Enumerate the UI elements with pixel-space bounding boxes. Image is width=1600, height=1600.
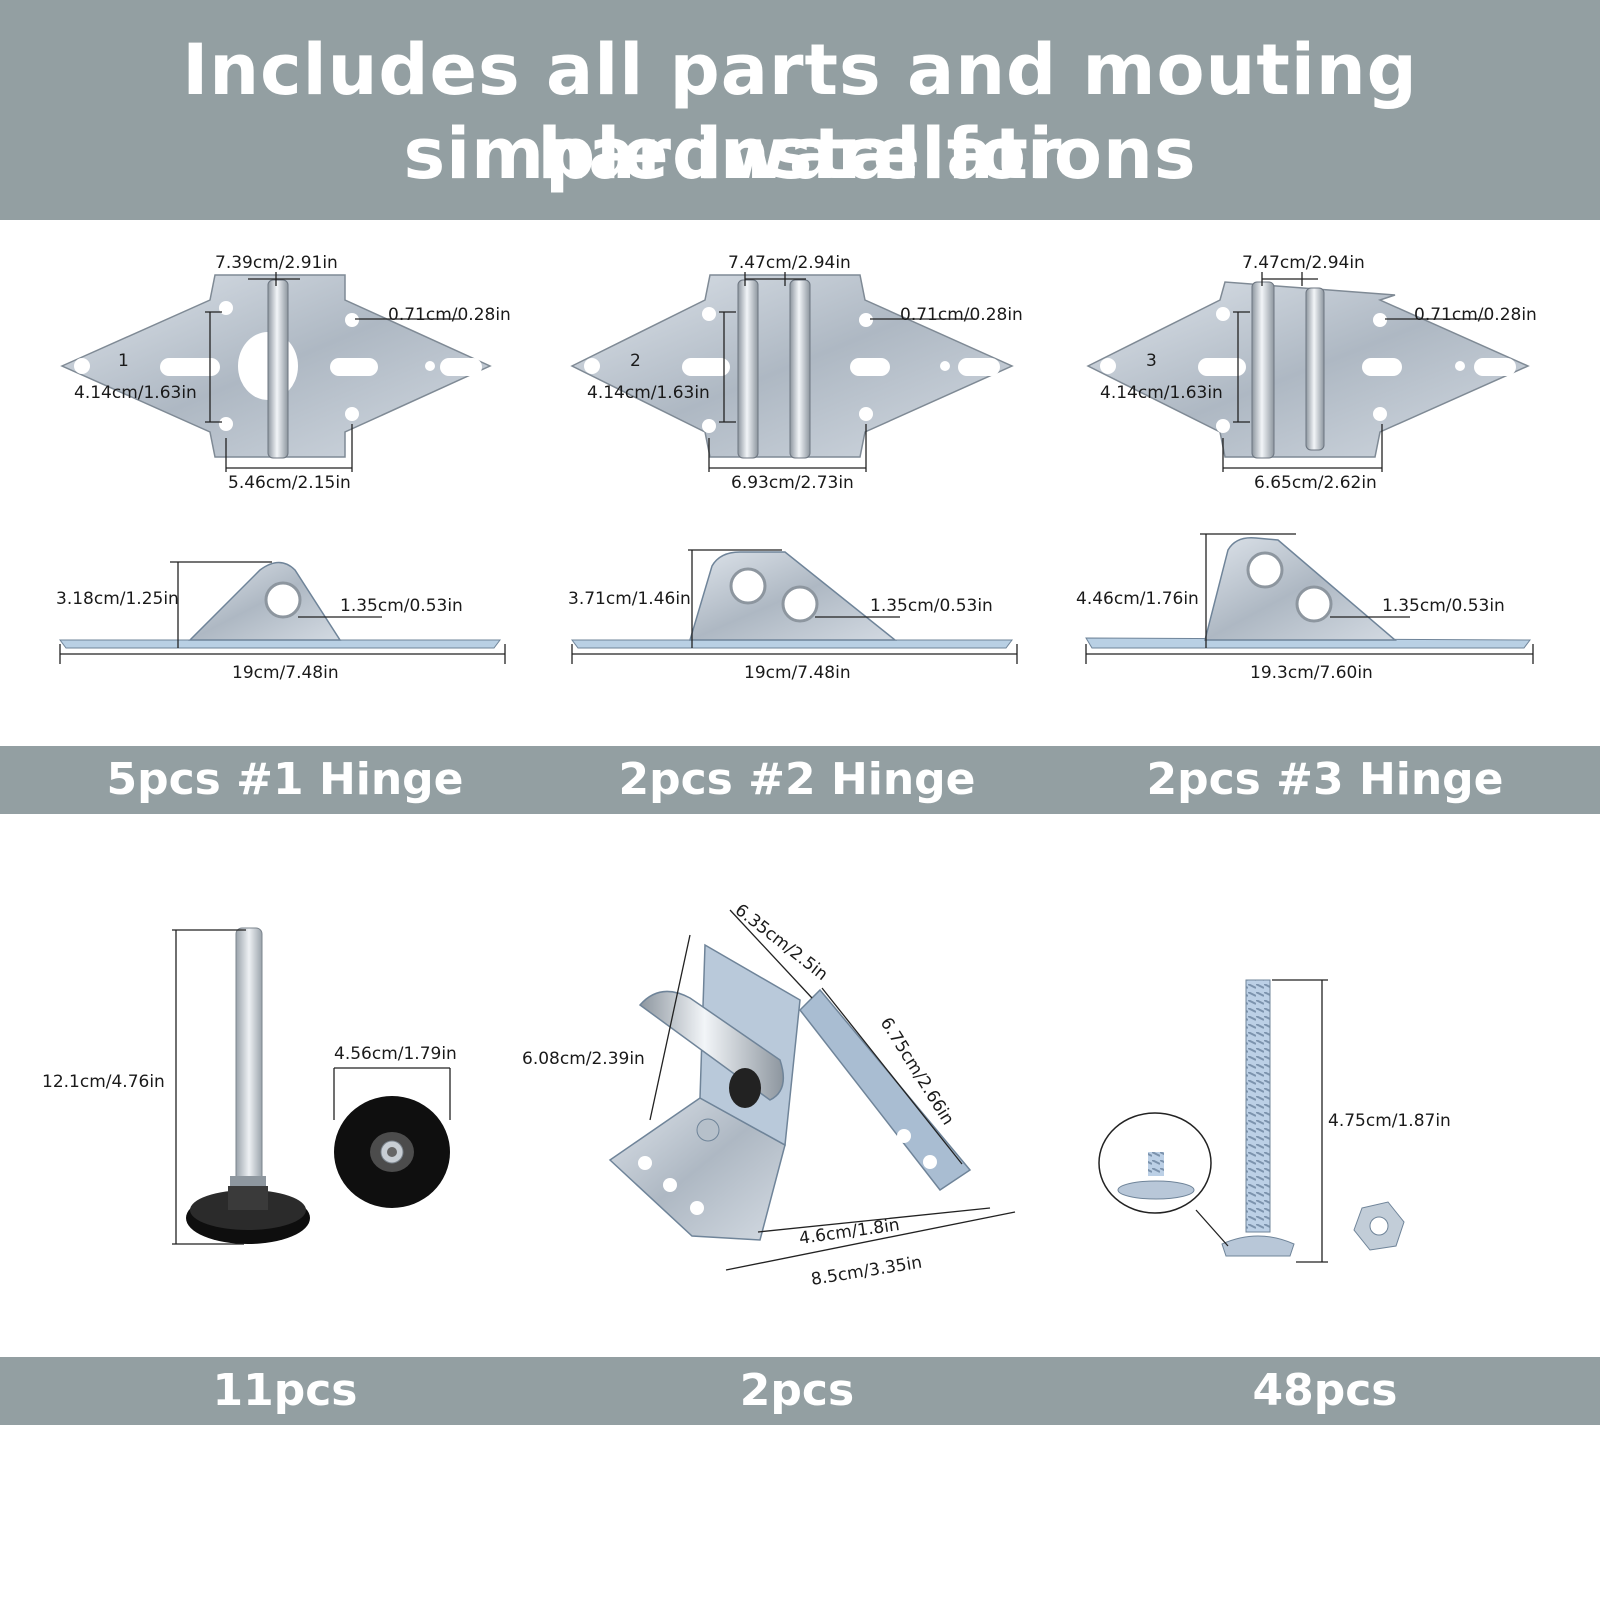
hinge-3-top-view: 3 — [1086, 281, 1530, 459]
hinge-1-side-hole: 1.35cm/0.53in — [340, 596, 463, 616]
hinge-2-height: 4.14cm/1.63in — [587, 383, 710, 403]
hinge-3-bottom-width: 6.65cm/2.62in — [1254, 473, 1377, 493]
hinge-3-side-hole: 1.35cm/0.53in — [1382, 596, 1505, 616]
hinge-2-side-hole: 1.35cm/0.53in — [870, 596, 993, 616]
hinge-1-bottom-width: 5.46cm/2.15in — [228, 473, 351, 493]
hinge-1-length: 19cm/7.48in — [232, 663, 339, 683]
bracket-inner-base-dimension: 4.6cm/1.8in — [798, 1215, 901, 1249]
bolt-length-dimension: 4.75cm/1.87in — [1328, 1111, 1451, 1131]
bracket-base-dimension: 8.5cm/3.35in — [810, 1253, 924, 1290]
hinge-1-height: 4.14cm/1.63in — [74, 383, 197, 403]
hinge-1-engraving: 1 — [118, 351, 129, 371]
carriage-bolt-image: 4.75cm/1.87in — [1098, 979, 1451, 1263]
hinge-1-top-width: 7.39cm/2.91in — [215, 253, 338, 273]
hinge-3-length: 19.3cm/7.60in — [1250, 663, 1373, 683]
bolt-quantity-label: 48pcs — [1252, 1365, 1398, 1416]
roller-wheel-diameter: 4.56cm/1.79in — [334, 1044, 457, 1064]
hinge-1-label: 5pcs #1 Hinge — [106, 754, 464, 805]
hinge-3-engraving: 3 — [1146, 351, 1157, 371]
hinge-1-hole-size: 0.71cm/0.28in — [388, 305, 511, 325]
hinge-2-hole-size: 0.71cm/0.28in — [900, 305, 1023, 325]
hinge-3-hole-size: 0.71cm/0.28in — [1414, 305, 1537, 325]
roller-quantity-label: 11pcs — [212, 1365, 358, 1416]
hinge-2-label: 2pcs #2 Hinge — [618, 754, 976, 805]
hinge-3-side-height: 4.46cm/1.76in — [1076, 589, 1199, 609]
hinge-2-top-dimensions: 7.47cm/2.94in 0.71cm/0.28in 4.14cm/1.63i… — [587, 253, 1023, 493]
hinge-3-label: 2pcs #3 Hinge — [1146, 754, 1504, 805]
roller-image: 12.1cm/4.76in 4.56cm/1.79in — [42, 927, 457, 1245]
bracket-height-dimension: 6.08cm/2.39in — [522, 1049, 645, 1069]
hinge-3-height: 4.14cm/1.63in — [1100, 383, 1223, 403]
header-title-line-2: simple installations — [403, 113, 1197, 195]
hinge-3-top-dimensions: 7.47cm/2.94in 0.71cm/0.28in 4.14cm/1.63i… — [1100, 253, 1537, 493]
parts-label-band: 11pcs 2pcs 48pcs — [0, 1357, 1600, 1425]
bracket-quantity-label: 2pcs — [739, 1365, 855, 1416]
hinge-1-side-view: 3.18cm/1.25in 1.35cm/0.53in 19cm/7.48in — [56, 561, 506, 683]
hinge-1-top-view: 1 — [60, 274, 492, 459]
hinge-2-bottom-width: 6.93cm/2.73in — [731, 473, 854, 493]
hinge-label-band: 5pcs #1 Hinge 2pcs #2 Hinge 2pcs #3 Hing… — [0, 746, 1600, 814]
hinge-3-top-width: 7.47cm/2.94in — [1242, 253, 1365, 273]
hinge-2-engraving: 2 — [630, 351, 641, 371]
header-title-line-1: Includes all parts and mouting hardware … — [182, 29, 1418, 195]
top-bracket-image: 6.35cm/2.5in 6.08cm/2.39in 6.75cm/2.66in… — [522, 900, 1016, 1290]
hinge-2-top-view: 2 — [570, 274, 1014, 459]
hinge-2-side-height: 3.71cm/1.46in — [568, 589, 691, 609]
hinge-2-side-view: 3.71cm/1.46in 1.35cm/0.53in 19cm/7.48in — [568, 549, 1018, 683]
hinge-1-side-height: 3.18cm/1.25in — [56, 589, 179, 609]
roller-shaft-length: 12.1cm/4.76in — [42, 1072, 165, 1092]
hinge-2-top-width: 7.47cm/2.94in — [728, 253, 851, 273]
header-banner: Includes all parts and mouting hardware … — [0, 0, 1600, 220]
hinge-2-length: 19cm/7.48in — [744, 663, 851, 683]
hinge-1-top-dimensions: 7.39cm/2.91in 0.71cm/0.28in 4.14cm/1.63i… — [74, 253, 511, 493]
hinge-3-side-view: 4.46cm/1.76in 1.35cm/0.53in 19.3cm/7.60i… — [1076, 533, 1534, 683]
